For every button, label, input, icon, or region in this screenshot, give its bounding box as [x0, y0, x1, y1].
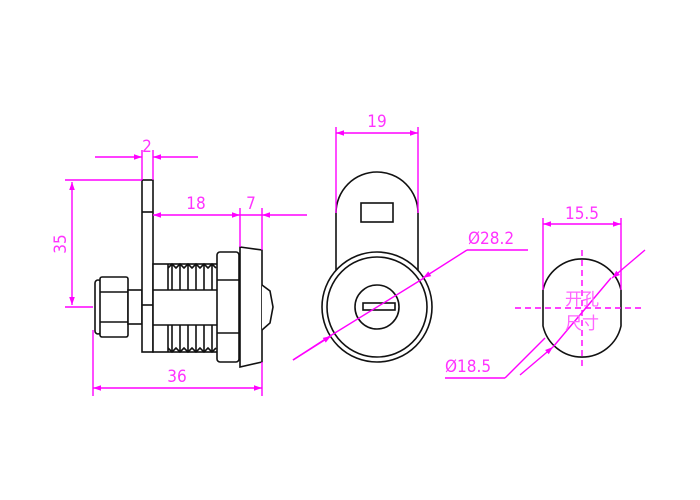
- dimension-bezel-diameter: Ø28.2: [292, 229, 528, 361]
- side-view: 2 35 18 7 36: [51, 137, 307, 396]
- threaded-body: [152, 262, 219, 354]
- hex-nut: [216, 251, 240, 363]
- cutout-profile: [542, 258, 622, 358]
- dim-2-label: 2: [142, 137, 152, 157]
- dim-18-label: 18: [186, 194, 205, 214]
- plug: [354, 284, 400, 330]
- front-view: 19 Ø28.2 Ø18.5: [292, 112, 546, 379]
- cutout-view: 15.5 开孔 尺寸: [515, 204, 646, 376]
- dim-19-label: 19: [367, 112, 386, 132]
- dim-7-label: 7: [246, 194, 256, 214]
- dimension-height: 35: [51, 179, 142, 308]
- cutout-label-line1: 开孔: [565, 290, 599, 310]
- dim-18-5-label: Ø18.5: [445, 357, 491, 377]
- dim-36-label: 36: [167, 367, 186, 387]
- mounting-plate: [141, 179, 154, 353]
- dim-35-label: 35: [51, 234, 71, 253]
- cam-slot: [360, 202, 394, 223]
- bezel: [239, 246, 274, 369]
- dim-28-2-label: Ø28.2: [468, 229, 514, 249]
- dimension-bezel: 7: [240, 194, 307, 250]
- dimension-total-length: 36: [92, 330, 263, 396]
- dim-15-5-label: 15.5: [565, 204, 599, 224]
- dimension-plate-thickness: 2: [95, 137, 198, 180]
- rear-nut: [94, 276, 143, 338]
- dimension-cylinder-diameter: Ø18.5: [445, 337, 546, 379]
- dimension-cam-width: 19: [335, 112, 419, 213]
- dimension-flat-width: 15.5: [542, 204, 622, 290]
- cutout-label-line2: 尺寸: [565, 314, 599, 334]
- dimension-thread-length: 18: [153, 194, 241, 247]
- keyway: [362, 302, 396, 311]
